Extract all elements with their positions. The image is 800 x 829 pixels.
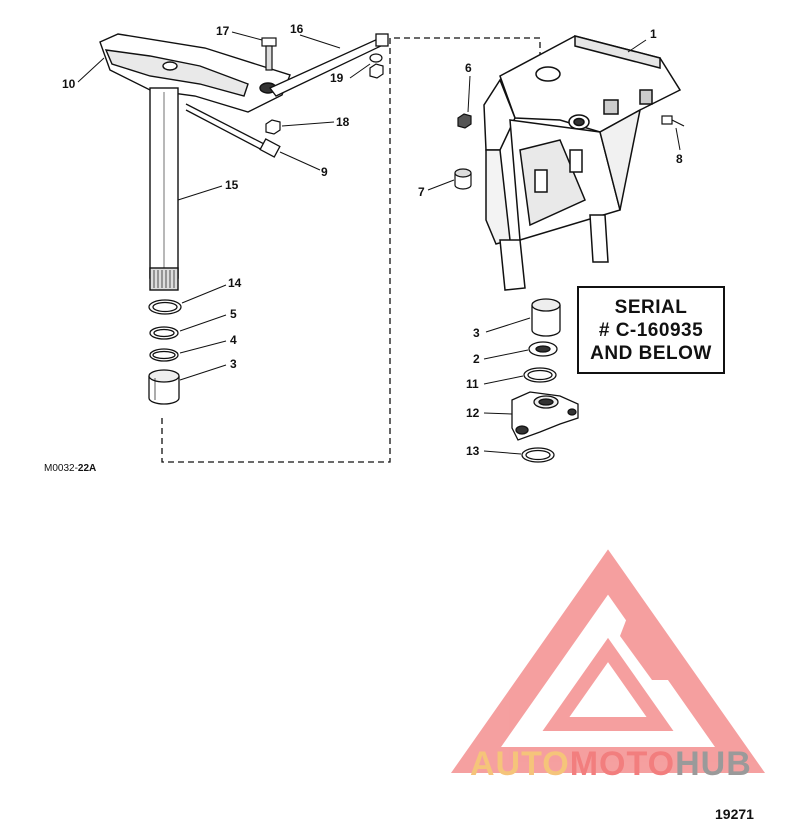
callout-6: 6 bbox=[465, 61, 472, 75]
watermark-logo bbox=[450, 549, 766, 773]
seal-2 bbox=[528, 341, 558, 357]
ring-13 bbox=[521, 447, 555, 463]
callout-12: 12 bbox=[466, 406, 480, 420]
long-bolt bbox=[185, 103, 281, 158]
serial-note-box: SERIAL # C-160935 AND BELOW bbox=[577, 286, 725, 374]
right-bushing-3 bbox=[531, 298, 561, 337]
callout-16: 16 bbox=[290, 22, 304, 36]
callout-7: 7 bbox=[418, 185, 425, 199]
steering-tube bbox=[149, 87, 179, 291]
callout-4: 4 bbox=[230, 333, 237, 347]
serial-note-line-1: SERIAL bbox=[614, 296, 688, 318]
reference-code-suffix: 22A bbox=[78, 463, 96, 474]
screw-8 bbox=[661, 115, 685, 127]
serial-note-line-2: # C-160935 bbox=[598, 319, 704, 341]
reference-code-prefix: M0032- bbox=[44, 463, 78, 474]
callout-17: 17 bbox=[216, 24, 230, 38]
screw-6 bbox=[457, 113, 472, 129]
callout-14: 14 bbox=[228, 276, 242, 290]
callout-19: 19 bbox=[330, 71, 344, 85]
bolt-17 bbox=[261, 37, 277, 71]
callout-3-right: 3 bbox=[473, 326, 480, 340]
figure-number: 19271 bbox=[715, 806, 754, 822]
callout-8: 8 bbox=[676, 152, 683, 166]
watermark-auto: AUTO bbox=[470, 745, 570, 783]
reference-code: M0032-22A bbox=[44, 463, 96, 474]
tie-bar bbox=[268, 33, 389, 97]
callout-13: 13 bbox=[466, 444, 480, 458]
serial-note-line-3: AND BELOW bbox=[590, 342, 712, 364]
callout-18: 18 bbox=[336, 115, 350, 129]
callout-3-left: 3 bbox=[230, 357, 237, 371]
swivel-bracket bbox=[483, 35, 682, 291]
callout-10: 10 bbox=[62, 77, 76, 91]
leader-lines bbox=[77, 31, 681, 455]
bushing-7 bbox=[454, 168, 472, 190]
callout-1: 1 bbox=[650, 27, 657, 41]
callout-labels: 1 6 8 7 17 16 19 18 9 10 15 14 5 4 3 3 2… bbox=[62, 22, 683, 458]
assembly-dashed-outline bbox=[161, 37, 541, 463]
callout-15: 15 bbox=[225, 178, 239, 192]
ring-11 bbox=[523, 367, 557, 383]
washer-nut-19 bbox=[369, 53, 384, 79]
callout-11: 11 bbox=[466, 377, 479, 391]
watermark-text: AUTOMOTOHUB bbox=[470, 745, 752, 784]
watermark-hub: HUB bbox=[675, 745, 752, 783]
callout-9: 9 bbox=[321, 165, 328, 179]
nut-18 bbox=[265, 119, 281, 135]
left-ring-stack bbox=[148, 299, 182, 405]
callout-2: 2 bbox=[473, 352, 480, 366]
watermark-moto: MOTO bbox=[569, 745, 676, 783]
callout-5: 5 bbox=[230, 307, 237, 321]
swivel-head-12 bbox=[511, 391, 579, 441]
